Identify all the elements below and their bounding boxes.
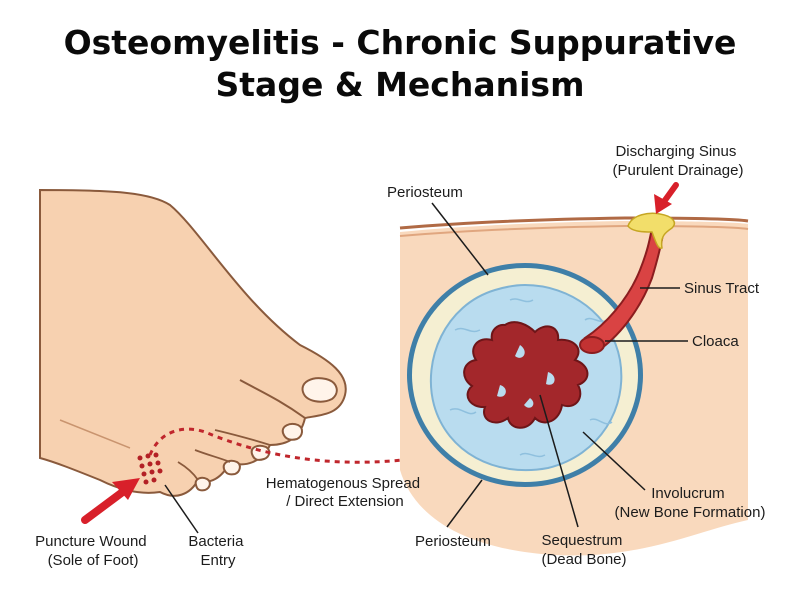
spread-path bbox=[148, 427, 425, 464]
label-involucrum: Involucrum (New Bone Formation) bbox=[615, 485, 766, 521]
page-title: Osteomyelitis - Chronic Suppurative Stag… bbox=[0, 22, 800, 106]
bacteria-dots bbox=[137, 452, 163, 485]
skin-surface bbox=[399, 216, 749, 230]
toenail-5 bbox=[194, 476, 211, 492]
discharge-arrow bbox=[654, 182, 679, 214]
toenail-2 bbox=[281, 423, 303, 441]
pus-drainage bbox=[627, 212, 676, 249]
foot-illustration bbox=[39, 188, 347, 497]
label-spread: Hematogenous Spread / Direct Extension bbox=[266, 475, 424, 510]
cloaca-opening bbox=[579, 336, 605, 354]
foot-shape bbox=[39, 188, 347, 497]
label-bacteria-entry: Bacteria Entry bbox=[188, 533, 247, 569]
bone-cross-section bbox=[399, 182, 749, 556]
toenail-4 bbox=[222, 459, 241, 476]
title-line-1: Osteomyelitis - Chronic Suppurative bbox=[63, 23, 737, 62]
label-discharging-sinus: Discharging Sinus (Purulent Drainage) bbox=[613, 143, 744, 179]
label-sinus-tract: Sinus Tract bbox=[684, 280, 760, 297]
label-cloaca: Cloaca bbox=[692, 333, 739, 350]
title-line-2: Stage & Mechanism bbox=[215, 65, 585, 104]
puncture-arrow bbox=[81, 478, 140, 524]
label-periosteum-top: Periosteum bbox=[387, 184, 463, 201]
sequestrum-shape bbox=[463, 321, 589, 429]
big-toenail bbox=[301, 377, 338, 403]
label-periosteum-bottom: Periosteum bbox=[415, 533, 491, 550]
label-sequestrum: Sequestrum (Dead Bone) bbox=[541, 532, 626, 568]
label-puncture-wound: Puncture Wound (Sole of Foot) bbox=[35, 533, 151, 569]
